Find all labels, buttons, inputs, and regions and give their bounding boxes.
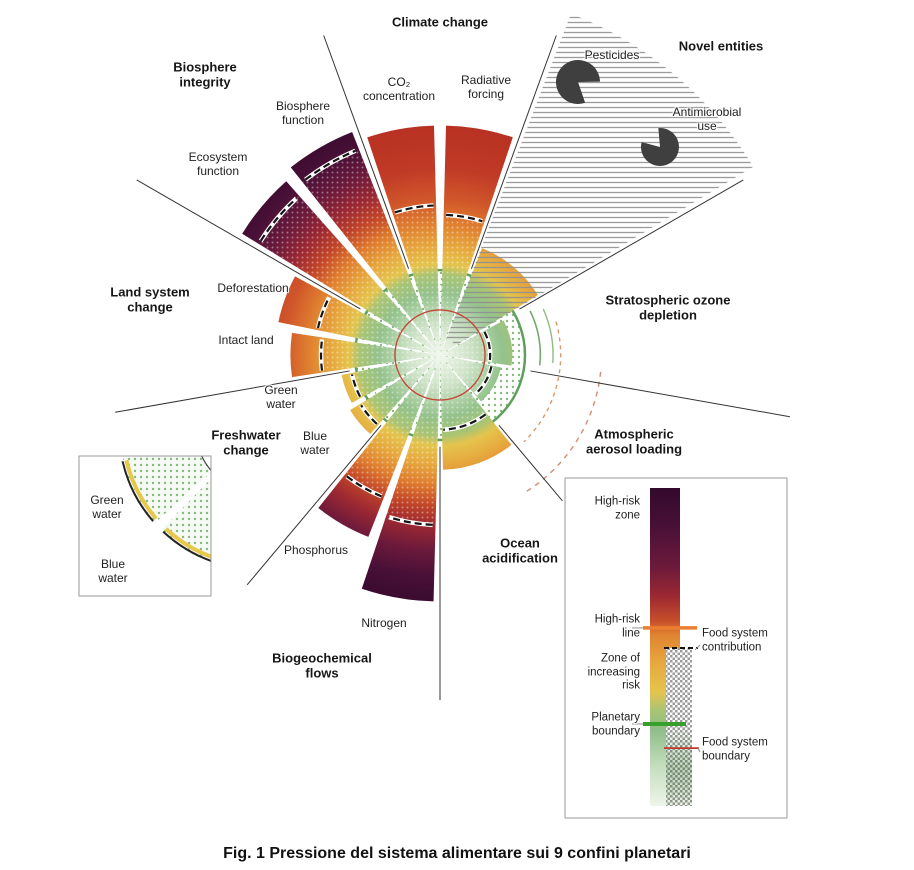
figure-caption: Fig. 1 Pressione del sistema alimentare … [223, 845, 691, 862]
